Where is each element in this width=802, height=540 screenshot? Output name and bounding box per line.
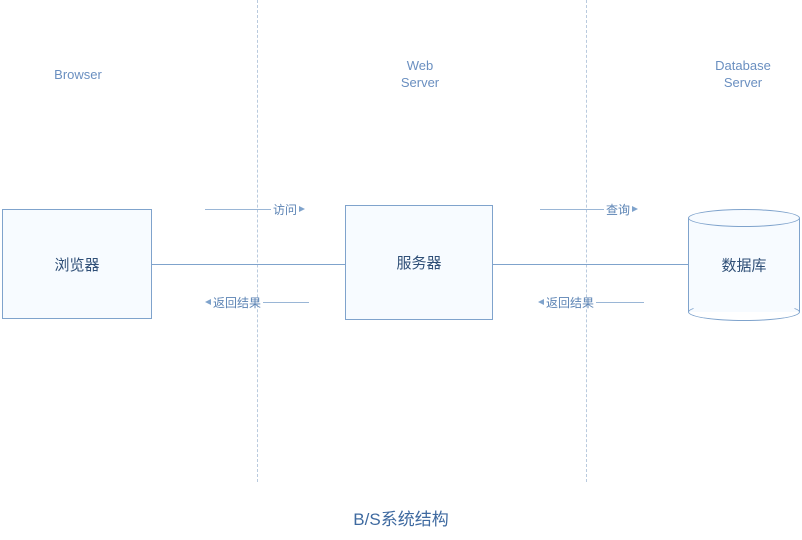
- flow-request-1: 访问: [205, 201, 305, 217]
- flow-response-1-label: 返回结果: [213, 295, 262, 310]
- cylinder-bottom: [688, 303, 800, 321]
- lane-divider-1: [257, 0, 258, 482]
- node-browser-label: 浏览器: [54, 256, 100, 274]
- arrow-right-icon: [299, 206, 305, 212]
- connector-browser-server: [152, 264, 345, 265]
- flow-request-1-label: 访问: [272, 202, 297, 217]
- lane-divider-2: [586, 0, 587, 482]
- node-database[interactable]: 数据库: [688, 209, 800, 321]
- node-server[interactable]: 服务器: [345, 205, 493, 320]
- arrow-left-icon: [205, 299, 211, 305]
- flow-response-2: 返回结果: [538, 294, 644, 310]
- lane-label-web-server: Web Server: [400, 58, 440, 90]
- diagram-caption: B/S系统结构: [353, 510, 449, 529]
- flow-line: [596, 301, 644, 303]
- flow-line: [263, 301, 309, 303]
- flow-request-2: 查询: [540, 201, 638, 217]
- lane-label-browser: Browser: [54, 67, 102, 82]
- lane-label-database-server: Database Server: [715, 58, 771, 90]
- cylinder-body: [688, 218, 800, 312]
- flow-response-1: 返回结果: [205, 294, 309, 310]
- node-server-label: 服务器: [396, 255, 442, 272]
- arrow-left-icon: [538, 299, 544, 305]
- flow-line: [540, 208, 604, 210]
- flow-request-2-label: 查询: [605, 202, 630, 217]
- flow-line: [205, 208, 271, 210]
- node-database-label: 数据库: [721, 257, 767, 275]
- connector-server-database: [493, 264, 688, 265]
- cylinder-top: [688, 209, 800, 227]
- arrow-right-icon: [632, 206, 638, 212]
- flow-response-2-label: 返回结果: [546, 295, 595, 310]
- node-browser[interactable]: 浏览器: [2, 209, 152, 319]
